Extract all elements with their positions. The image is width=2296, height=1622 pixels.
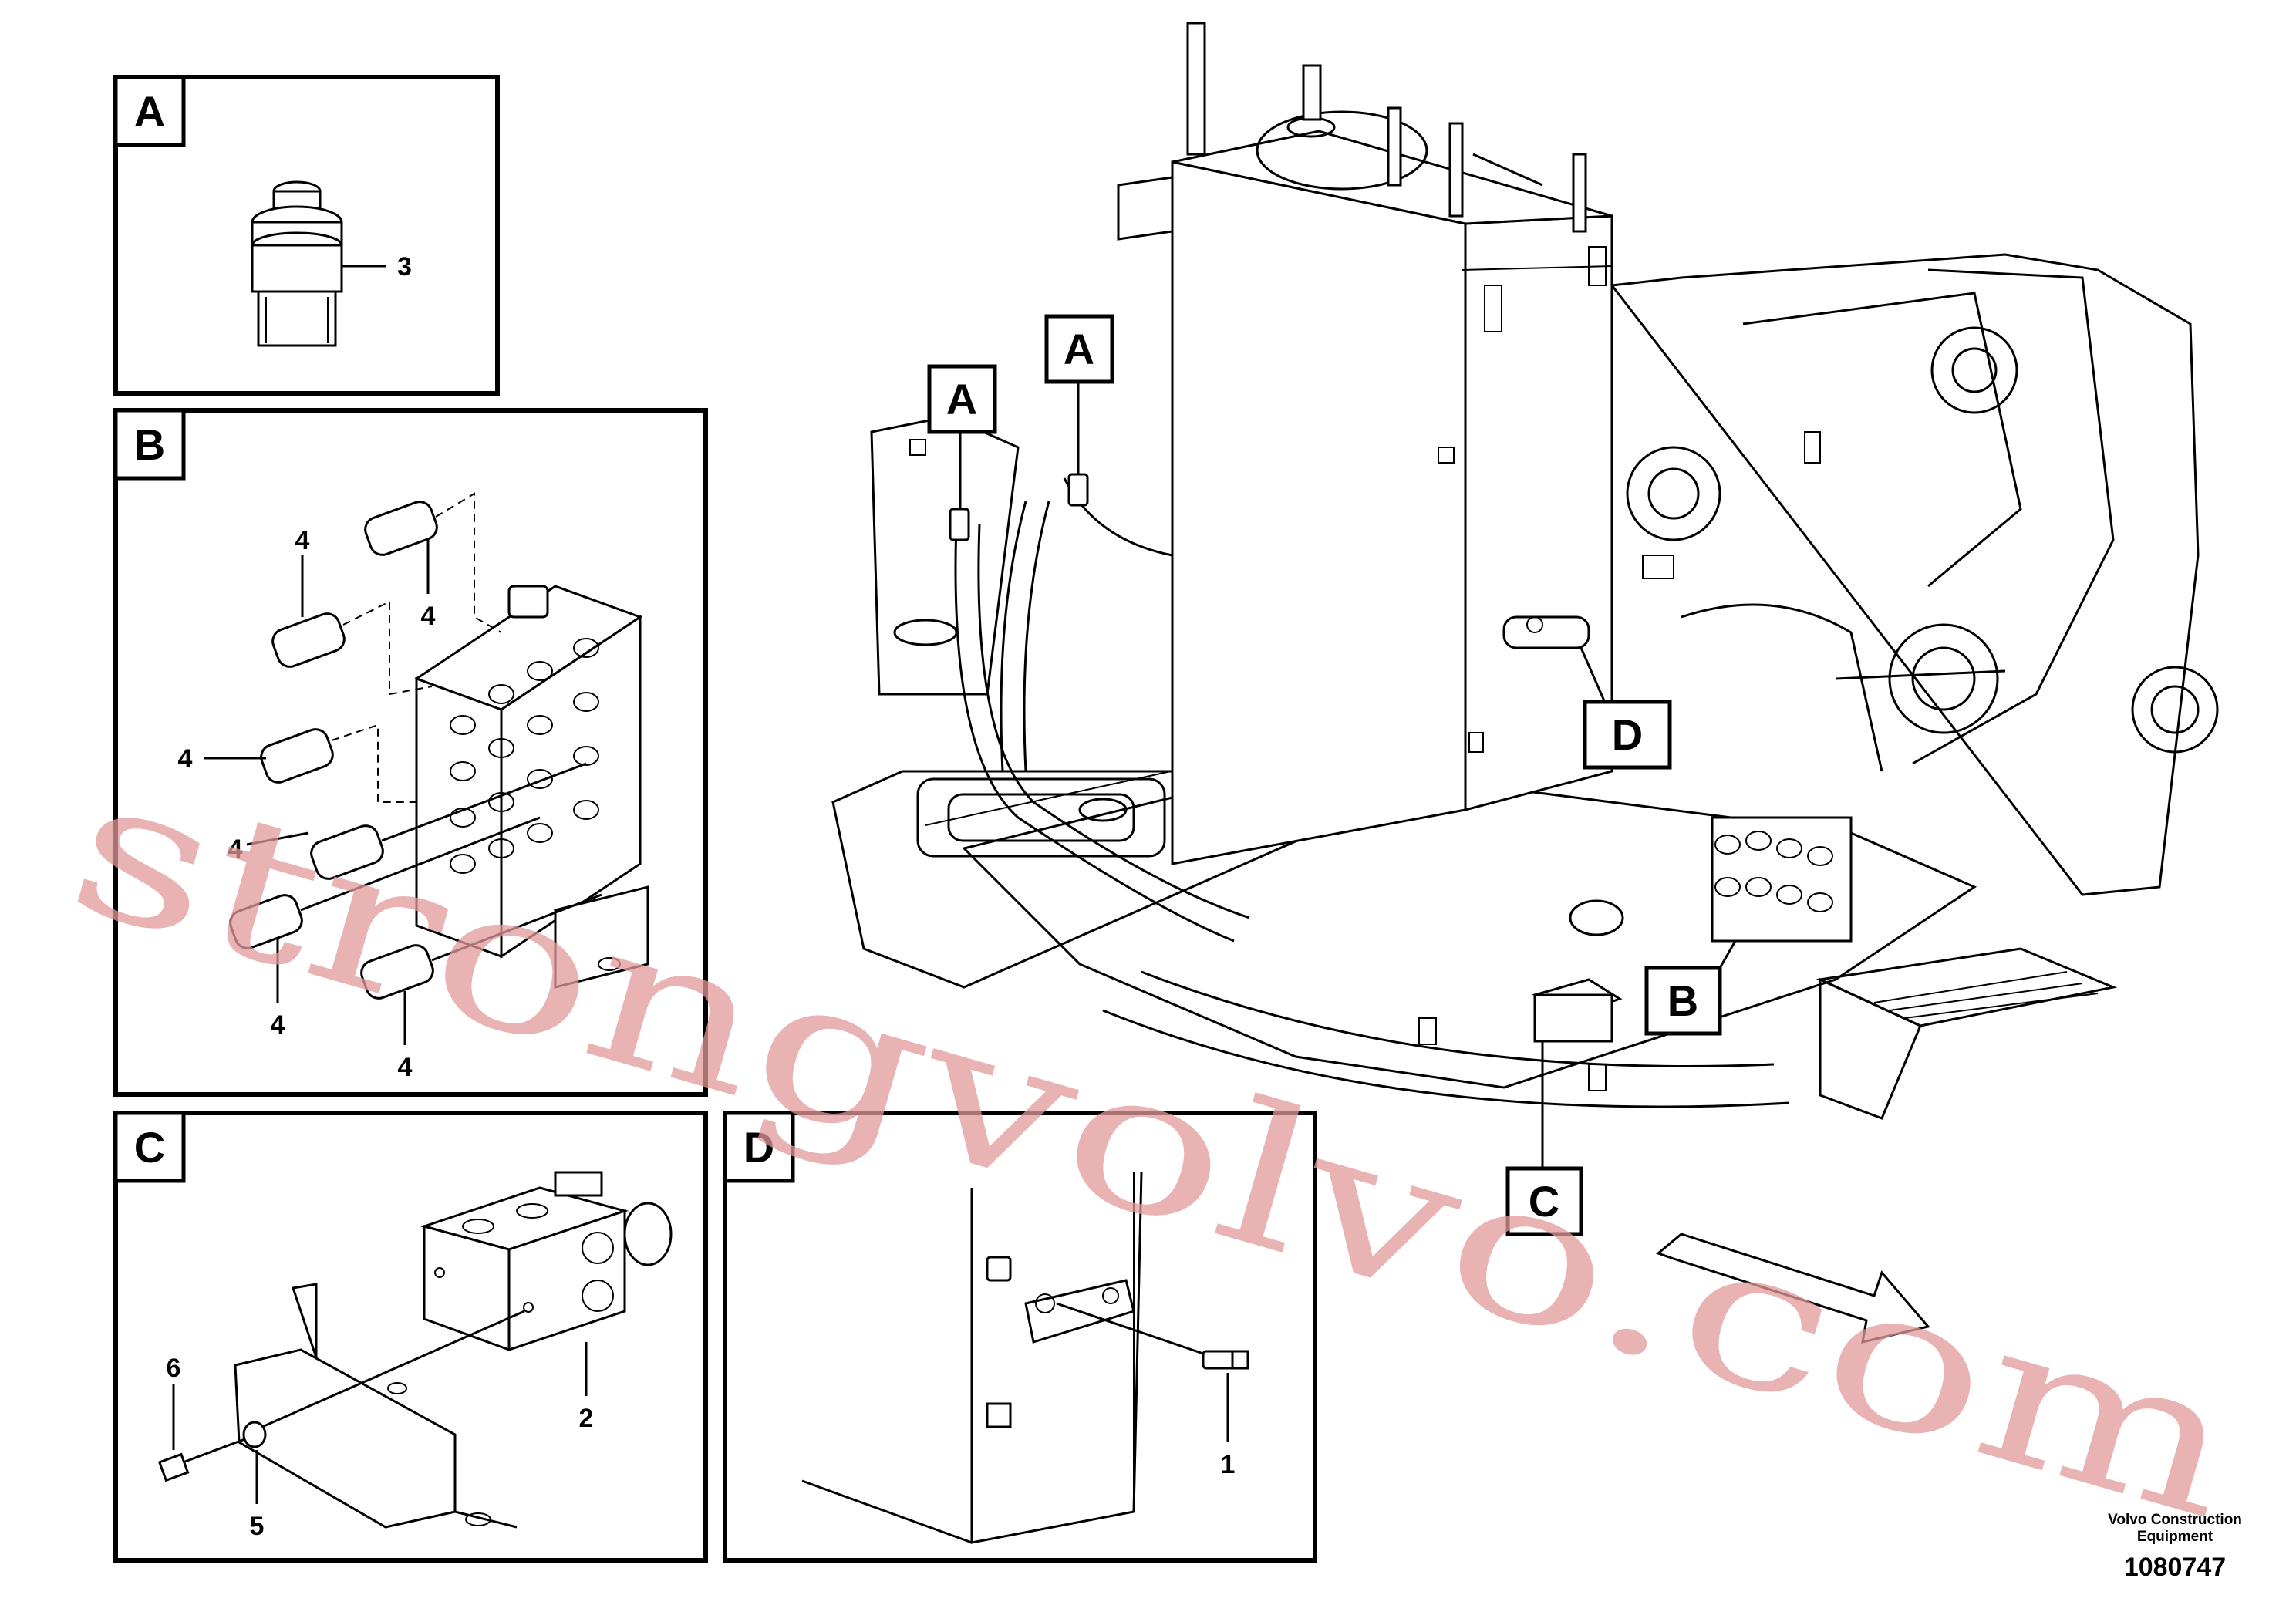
publisher-credit: Volvo Construction Equipment 1080747: [2082, 1512, 2267, 1584]
svg-text:A: A: [946, 375, 977, 423]
svg-text:C: C: [134, 1123, 165, 1172]
publisher-name-line1: Volvo Construction: [2108, 1512, 2242, 1528]
svg-text:A: A: [134, 87, 165, 136]
temperature-sensor-part-1: [1202, 1350, 1249, 1370]
svg-text:3: 3: [397, 252, 412, 282]
svg-text:4: 4: [421, 602, 436, 631]
pressure-switch-part-3: [251, 180, 343, 347]
detail-panel-b: B: [113, 408, 708, 1097]
svg-text:6: 6: [167, 1354, 181, 1383]
publisher-name-line2: Equipment: [2136, 1529, 2213, 1545]
bolt-part-6: [157, 1437, 248, 1482]
svg-text:4: 4: [398, 1053, 413, 1082]
solenoid-valve-part-2: [420, 1171, 673, 1352]
svg-text:D: D: [743, 1123, 774, 1172]
location-tag-c: C: [1505, 1166, 1583, 1236]
location-tag-a-right: A: [1044, 314, 1114, 384]
svg-text:1: 1: [1221, 1450, 1236, 1479]
detail-panel-d: D 1: [723, 1111, 1317, 1563]
svg-text:4: 4: [295, 526, 310, 555]
svg-text:4: 4: [178, 744, 193, 774]
detail-panel-a: A 3: [113, 75, 500, 396]
svg-text:C: C: [1529, 1177, 1559, 1226]
svg-text:B: B: [1667, 976, 1698, 1025]
svg-text:A: A: [1064, 325, 1094, 373]
svg-text:4: 4: [228, 835, 243, 864]
svg-text:4: 4: [271, 1010, 285, 1040]
washer-part-5: [242, 1421, 267, 1448]
svg-text:5: 5: [250, 1512, 265, 1541]
svg-text:2: 2: [579, 1404, 594, 1433]
direction-arrow: [1656, 1233, 1930, 1344]
location-tag-a-left: A: [927, 364, 997, 434]
svg-text:B: B: [134, 420, 165, 469]
pressure-sensor-part-4: [229, 501, 438, 1000]
location-tag-b: B: [1644, 966, 1722, 1036]
drawing-number: 1080747: [2123, 1553, 2227, 1582]
main-assembly-view: A A D B C: [831, 22, 2219, 1344]
detail-panel-c: C 6 2 5: [113, 1111, 708, 1563]
svg-text:D: D: [1612, 710, 1643, 759]
location-tag-d: D: [1583, 700, 1672, 770]
